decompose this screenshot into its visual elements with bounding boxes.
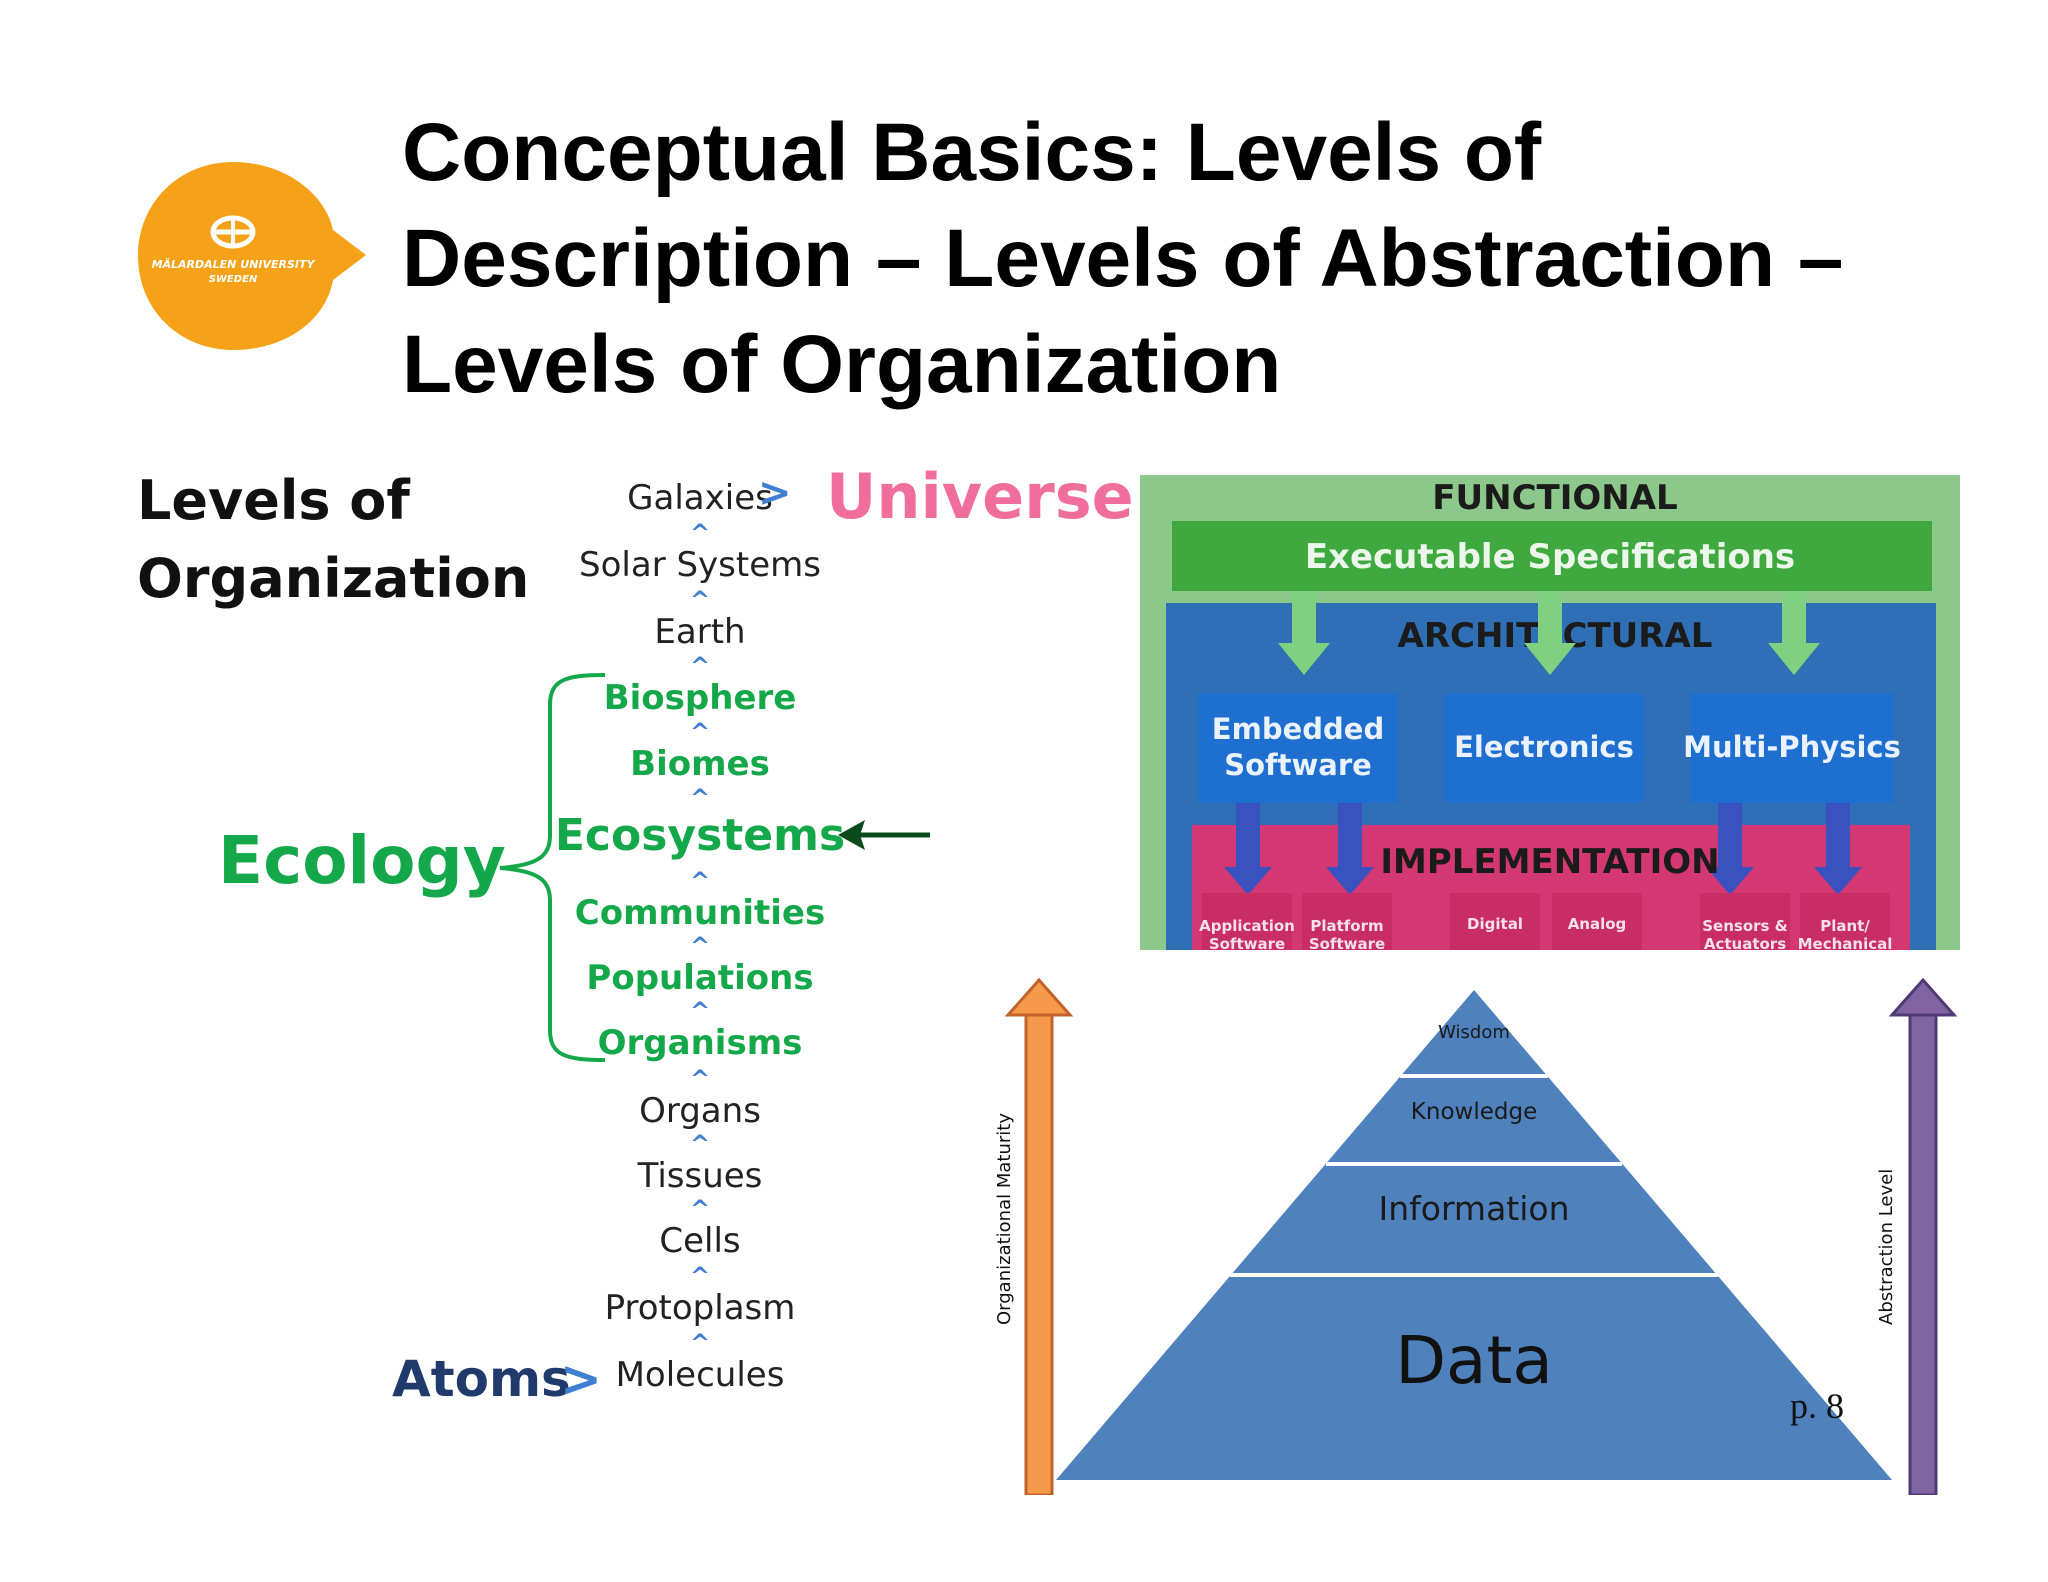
- level-cells: Cells: [659, 1221, 741, 1261]
- dikw-pyramid: Organizational Maturity Abstraction Leve…: [994, 977, 1958, 1495]
- impl-item-platform-line1: Platform: [1310, 917, 1383, 935]
- slide-title: Conceptual Basics: Levels of Description…: [402, 107, 1844, 410]
- level-tissues: Tissues: [637, 1156, 763, 1196]
- impl-item-analog: Analog: [1568, 915, 1627, 933]
- impl-item-digital: Digital: [1467, 915, 1523, 933]
- pyramid-level-knowledge: Knowledge: [1411, 1099, 1537, 1125]
- arch-box-multiphysics: Multi-Physics: [1683, 730, 1901, 764]
- impl-item-plant-line2: Mechanical: [1798, 935, 1893, 950]
- left-axis-label: Organizational Maturity: [994, 1113, 1015, 1325]
- level-caret: ^: [689, 1130, 711, 1158]
- level-caret: ^: [689, 1329, 711, 1357]
- exec-spec-label: Executable Specifications: [1305, 537, 1795, 577]
- right-axis-label: Abstraction Level: [1876, 1169, 1897, 1325]
- pyramid-level-data: Data: [1395, 1322, 1553, 1399]
- page-number: p. 8: [1790, 1386, 1844, 1426]
- impl-item-application-line1: Application: [1199, 917, 1295, 935]
- university-logo: MÄLARDALEN UNIVERSITY SWEDEN: [138, 162, 366, 350]
- level-earth: Earth: [654, 612, 746, 652]
- level-communities: Communities: [574, 893, 826, 933]
- level-organs: Organs: [639, 1091, 761, 1131]
- pyramid-level-wisdom: Wisdom: [1438, 1022, 1510, 1043]
- impl-item-sensors-line2: Actuators: [1704, 935, 1786, 950]
- left-arrow-icon: [838, 820, 930, 850]
- level-populations: Populations: [586, 958, 814, 998]
- universe-pointer: >: [758, 470, 792, 516]
- level-biomes: Biomes: [630, 744, 770, 784]
- implementation-label: IMPLEMENTATION: [1380, 842, 1719, 882]
- arch-box-electronics: Electronics: [1454, 730, 1634, 764]
- level-caret: ^: [689, 784, 711, 812]
- pyramid-level-information: Information: [1378, 1189, 1569, 1228]
- level-galaxies: Galaxies: [627, 478, 773, 518]
- levels-heading-line1: Levels of: [137, 469, 410, 532]
- ecology-bracket: [499, 673, 930, 1062]
- level-caret: ^: [689, 1262, 711, 1290]
- impl-item-plant-line1: Plant/: [1820, 917, 1870, 935]
- ecology-label: Ecology: [218, 822, 506, 899]
- up-arrow-icon: [1888, 977, 1958, 1495]
- level-caret: ^: [689, 519, 711, 547]
- level-caret: ^: [689, 932, 711, 960]
- up-arrow-icon: [1004, 977, 1074, 1495]
- level-protoplasm: Protoplasm: [604, 1288, 796, 1328]
- level-caret: ^: [689, 652, 711, 680]
- architecture-diagram: FUNCTIONAL Executable Specifications ARC…: [1140, 475, 1960, 950]
- level-molecules: Molecules: [615, 1355, 785, 1395]
- universe-label: Universe: [826, 460, 1134, 533]
- level-organisms: Organisms: [597, 1023, 803, 1063]
- atoms-pointer: >: [560, 1350, 602, 1408]
- level-caret: ^: [689, 718, 711, 746]
- university-emblem-icon: [210, 215, 256, 249]
- functional-label: FUNCTIONAL: [1432, 478, 1677, 518]
- impl-item-application-line2: Software: [1209, 935, 1285, 950]
- level-caret: ^: [689, 997, 711, 1025]
- levels-heading: Levels of Organization: [137, 462, 529, 618]
- impl-item-platform-line2: Software: [1309, 935, 1385, 950]
- level-caret: ^: [689, 1065, 711, 1093]
- levels-heading-line2: Organization: [137, 547, 530, 610]
- level-solar-systems: Solar Systems: [579, 545, 821, 585]
- atoms-label: Atoms: [392, 1350, 571, 1408]
- level-caret: ^: [689, 586, 711, 614]
- impl-item-sensors-line1: Sensors &: [1702, 917, 1788, 935]
- level-ecosystems: Ecosystems: [554, 810, 846, 861]
- arch-box-embedded-line2: Software: [1224, 748, 1372, 782]
- logo-text-line1: MÄLARDALEN UNIVERSITY: [152, 257, 316, 271]
- level-caret: ^: [689, 1195, 711, 1223]
- arch-box-embedded-line1: Embedded: [1212, 712, 1384, 746]
- level-biosphere: Biosphere: [603, 678, 797, 718]
- level-caret: ^: [689, 867, 711, 895]
- logo-text-line2: SWEDEN: [209, 274, 258, 285]
